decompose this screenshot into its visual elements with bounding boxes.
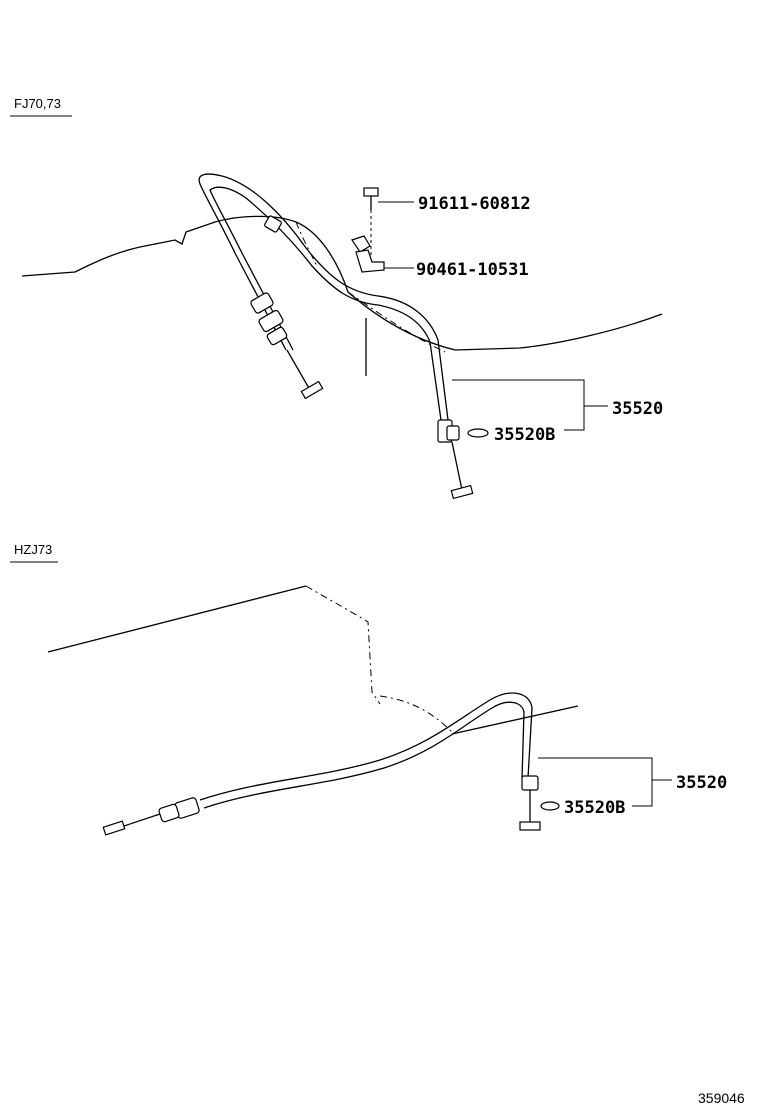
clamp-90461 bbox=[351, 235, 385, 273]
cable-sheath-outer bbox=[198, 173, 449, 421]
cable-grommet bbox=[264, 215, 282, 233]
cable-fitting-2 bbox=[258, 309, 284, 333]
body-outline bbox=[21, 215, 663, 351]
body-outline-hidden bbox=[295, 221, 319, 269]
lever-end-fitting-2 bbox=[521, 775, 539, 791]
wire-end-stop-2 bbox=[102, 820, 126, 836]
inner-wire-2 bbox=[117, 813, 161, 829]
leader-bracket-35520 bbox=[452, 379, 585, 431]
cable-sheath-outer-2 bbox=[199, 692, 533, 801]
bolt-head bbox=[363, 187, 379, 197]
lever-wire-stop-2 bbox=[519, 821, 541, 831]
cable-sheath-inner bbox=[209, 186, 442, 421]
callout-35520b: 35520B bbox=[494, 425, 555, 445]
cable-fitting-b bbox=[158, 803, 180, 823]
cable-clip-icon bbox=[467, 428, 489, 438]
callout-35520-2: 35520 bbox=[676, 773, 727, 793]
cable-fitting-1 bbox=[250, 292, 274, 314]
callout-35520: 35520 bbox=[612, 399, 663, 419]
leader-bracket-35520-2 bbox=[538, 757, 653, 807]
lever-inner-wire bbox=[451, 441, 463, 491]
cable-clip-icon-2 bbox=[540, 801, 560, 811]
clamp-top bbox=[351, 235, 371, 253]
variant-label-fj70-73: FJ70,73 bbox=[14, 96, 61, 111]
cable-assembly-fj bbox=[198, 173, 474, 500]
cable-fitting-3 bbox=[266, 326, 288, 346]
variant-label-hzj73: HZJ73 bbox=[14, 542, 52, 557]
wire-end-stop bbox=[300, 380, 324, 400]
callout-90461-10531: 90461-10531 bbox=[416, 260, 529, 280]
variant-fj70-73: FJ70,73 bbox=[10, 96, 663, 500]
variant-hzj73: HZJ73 35520 35520B bbox=[10, 542, 727, 836]
body-hidden-corner bbox=[305, 585, 381, 705]
figure-number: 359046 bbox=[698, 1090, 745, 1106]
lever-end-collar bbox=[446, 425, 460, 441]
body-lower-edge bbox=[451, 705, 579, 735]
cable-assembly-hzj bbox=[102, 692, 541, 836]
clamp-base bbox=[355, 249, 385, 273]
callout-91611-60812: 91611-60812 bbox=[418, 194, 531, 214]
body-hidden-curve bbox=[379, 695, 453, 733]
inner-wire bbox=[286, 349, 311, 391]
body-top-edge bbox=[47, 585, 307, 653]
lever-wire-stop bbox=[450, 484, 474, 500]
callout-35520b-2: 35520B bbox=[564, 798, 625, 818]
bolt-91611 bbox=[363, 187, 379, 256]
cable-sheath-inner-2 bbox=[203, 701, 525, 809]
